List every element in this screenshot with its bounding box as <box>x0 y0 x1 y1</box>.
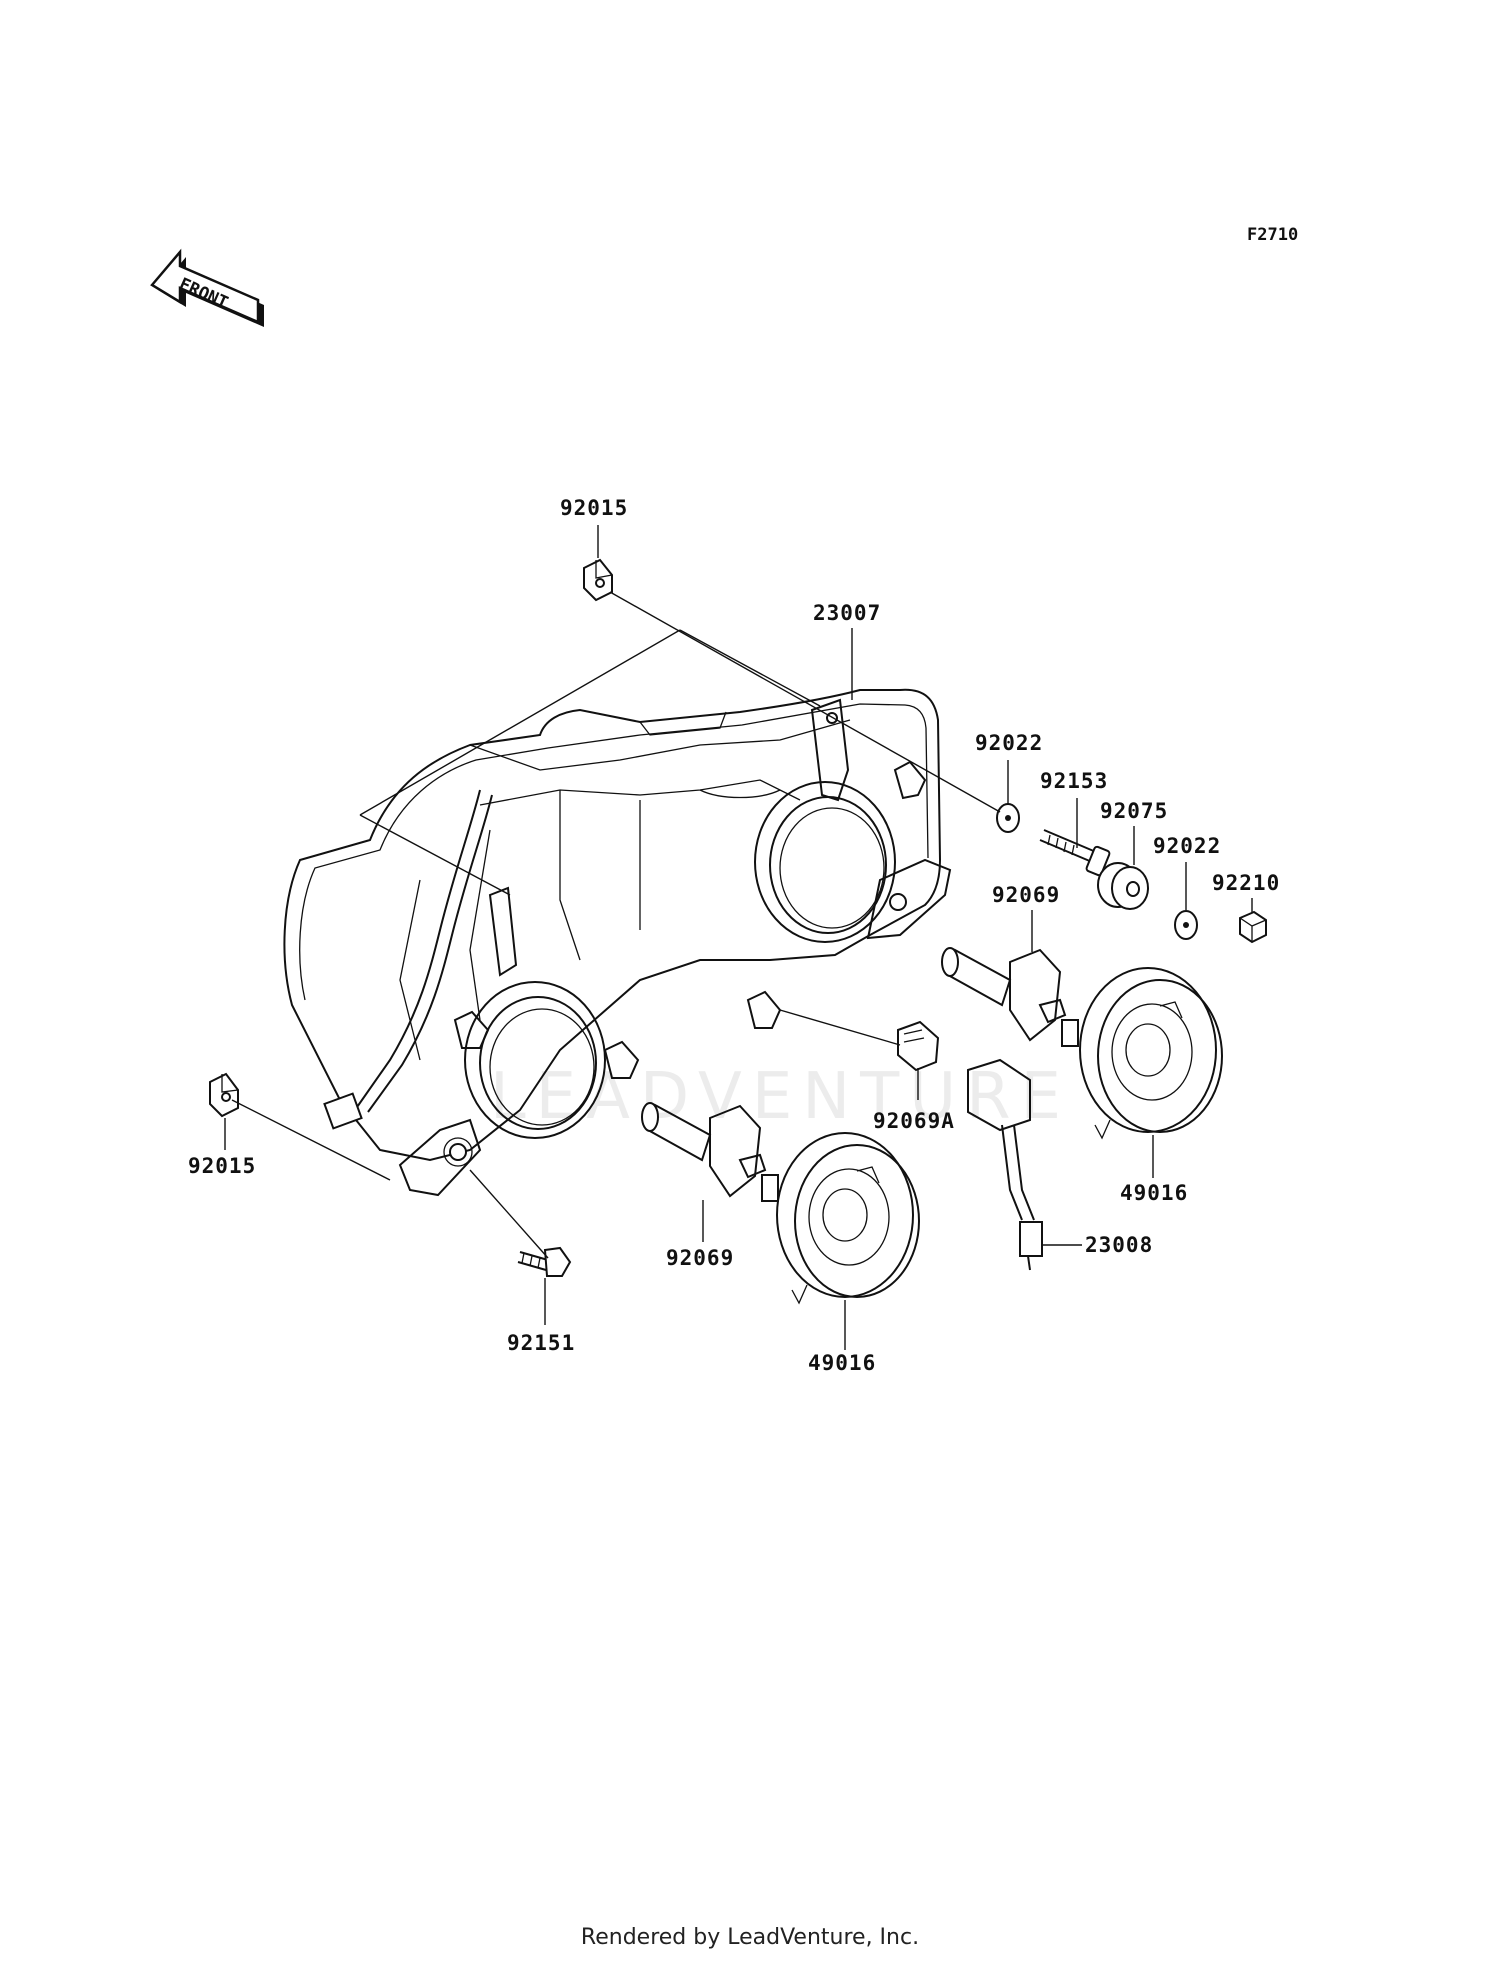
bulb-left-icon <box>641 1102 779 1202</box>
callout-92153[interactable]: 92153 <box>1040 769 1108 793</box>
socket-cover-right-icon <box>1079 967 1223 1140</box>
wiring-socket-icon <box>967 1058 1043 1271</box>
headlight-housing <box>283 688 952 1197</box>
clip-left-icon <box>209 1072 239 1118</box>
callout-49016-left[interactable]: 49016 <box>808 1351 876 1375</box>
socket-cover-left-icon <box>776 1132 920 1305</box>
callout-92069-left[interactable]: 92069 <box>666 1246 734 1270</box>
callout-92022-lower[interactable]: 92022 <box>1153 834 1221 858</box>
grommet-icon <box>1097 862 1149 910</box>
housing-socket-icons <box>453 760 927 1079</box>
front-arrow-icon: FRONT <box>150 248 264 327</box>
callout-92022-upper[interactable]: 92022 <box>975 731 1043 755</box>
right-lens <box>754 781 896 943</box>
bolt-icon <box>517 1246 572 1277</box>
callout-92015-top[interactable]: 92015 <box>560 496 628 520</box>
callout-92015-left[interactable]: 92015 <box>188 1154 256 1178</box>
cap-nut-icon <box>1239 910 1267 944</box>
footer-credit: Rendered by LeadVenture, Inc. <box>580 1925 920 1950</box>
clip-top-icon <box>583 558 613 602</box>
watermark: LEADVENTURE <box>490 1060 1071 1134</box>
callout-92075[interactable]: 92075 <box>1100 799 1168 823</box>
washer-upper-icon <box>996 803 1020 833</box>
position-bulb-icon <box>897 1020 940 1072</box>
adjuster-screw-icon <box>1039 829 1111 877</box>
callout-92069-right[interactable]: 92069 <box>992 883 1060 907</box>
bulb-right-icon <box>941 947 1079 1047</box>
callout-labels: 92015 23007 92022 92153 92075 92022 9221… <box>188 496 1280 1375</box>
callout-92151[interactable]: 92151 <box>507 1331 575 1355</box>
washer-lower-icon <box>1174 910 1198 940</box>
callout-23007[interactable]: 23007 <box>813 601 881 625</box>
left-lens <box>464 981 606 1139</box>
callout-23008[interactable]: 23008 <box>1085 1233 1153 1257</box>
callout-92069A[interactable]: 92069A <box>873 1109 955 1133</box>
callout-92210[interactable]: 92210 <box>1212 871 1280 895</box>
callout-49016-right[interactable]: 49016 <box>1120 1181 1188 1205</box>
figure-code: F2710 <box>1247 225 1298 245</box>
leader-lines <box>224 525 1253 1350</box>
